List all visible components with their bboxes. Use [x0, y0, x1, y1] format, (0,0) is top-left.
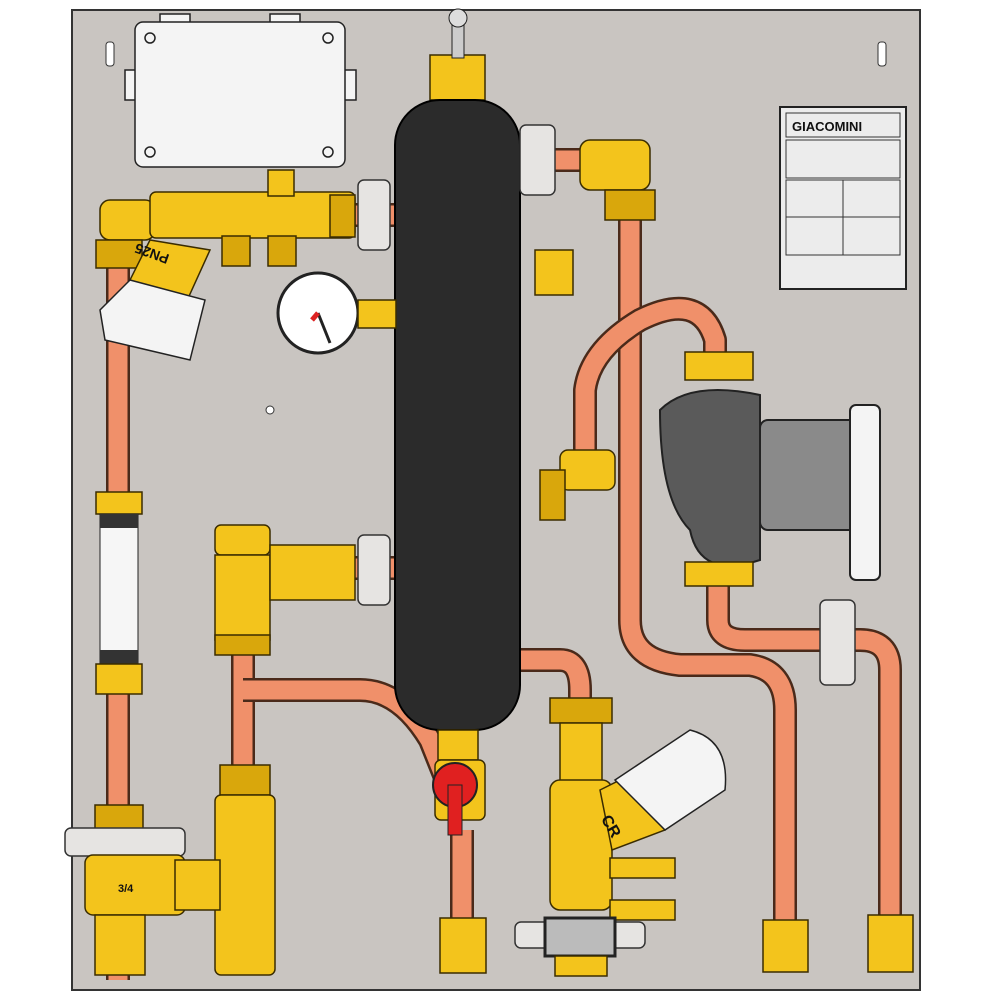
outlet-fitting [762, 919, 809, 973]
pump-inlet-elbow [539, 449, 616, 521]
mixing-valve-group: 3/4 [64, 764, 276, 976]
label-plate: GIACOMINI [779, 106, 907, 290]
mount-slot-right [877, 41, 887, 67]
mount-hole [265, 405, 275, 415]
tee-ball-valve [214, 524, 391, 656]
flexible-hose [95, 491, 143, 695]
hydraulic-separator [394, 8, 521, 761]
top-right-elbow [519, 124, 656, 296]
drain-ball-valve [432, 759, 487, 974]
pressure-gauge [276, 271, 397, 355]
circulator-pump [658, 351, 881, 686]
outlet-fitting [867, 914, 914, 973]
balancing-valve: CR [514, 697, 727, 977]
mount-slot-left [105, 41, 115, 67]
brand-logo: GIACOMINI [792, 119, 862, 134]
electrical-junction-box [124, 13, 357, 168]
size-marking: 3/4 [118, 883, 134, 895]
strainer-manifold: PN25 [95, 169, 391, 361]
